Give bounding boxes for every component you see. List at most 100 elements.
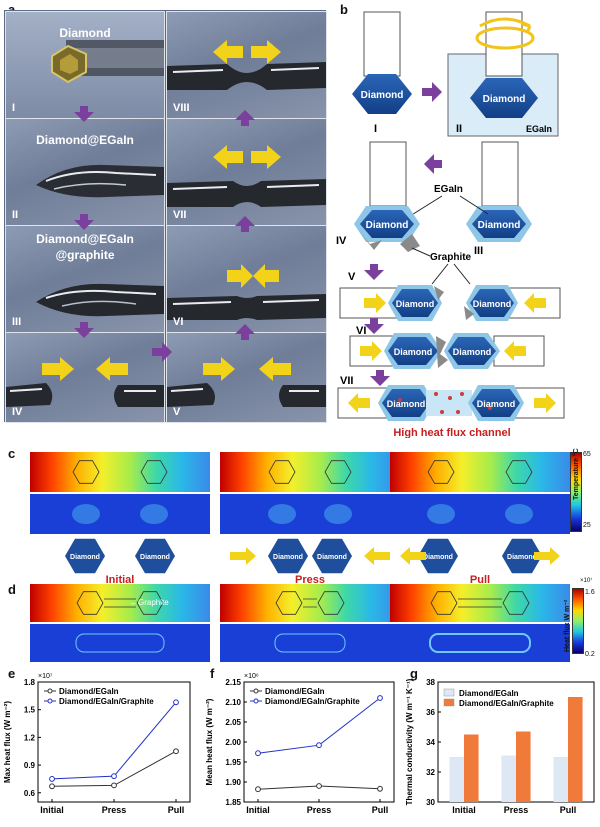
- y-tick-label: 2.15: [225, 678, 241, 687]
- colorbar-label: Heat flux W m⁻²: [564, 599, 571, 652]
- x-tick-label: Press: [102, 805, 127, 815]
- data-point: [111, 773, 117, 780]
- diamond-label: Diamond: [387, 399, 426, 409]
- heat-channel: [426, 390, 472, 416]
- purple-arrow-down: [74, 106, 94, 122]
- step-numeral: V: [173, 406, 181, 418]
- diamond-icon: [268, 538, 308, 574]
- diamond-label: Diamond: [366, 220, 409, 231]
- y-tick-label: 30: [426, 798, 435, 807]
- y-tick-label: 32: [426, 768, 435, 777]
- panel-b-schematic: Diamond I Diamond II EGaIn Diamond III E…: [336, 11, 565, 438]
- series-line: [51, 701, 177, 780]
- heat-flux-colorbar: [572, 588, 584, 654]
- purple-arrow-down: [364, 264, 384, 280]
- step-V: V: [348, 271, 356, 283]
- data-point: [49, 783, 55, 790]
- x-tick-label: Pull: [168, 805, 185, 815]
- diamond-icon: [418, 538, 458, 574]
- heat-channel-caption: High heat flux channel: [393, 427, 510, 438]
- panel-d-label: d: [8, 582, 16, 597]
- x-tick-label: Pull: [560, 805, 577, 815]
- step-numeral: VII: [173, 209, 187, 221]
- yellow-arrow-right: [534, 547, 560, 565]
- micrograph-VIII: VIII: [166, 11, 327, 119]
- diamond-icon-label: Diamond: [140, 554, 170, 561]
- panel-a-flow-arrows: [74, 106, 255, 362]
- y-axis-label: Mean heat flux (W m⁻²): [205, 698, 214, 785]
- step-numeral: III: [12, 316, 22, 328]
- x-tick-label: Press: [307, 805, 332, 815]
- bar: [464, 734, 479, 802]
- bar: [501, 755, 516, 802]
- x-tick-label: Pull: [372, 805, 389, 815]
- purple-arrow-down: [74, 214, 94, 230]
- micrograph-III: Diamond@EGaIn @graphite III: [5, 225, 165, 333]
- legend-entry: Diamond/EGaIn/Graphite: [59, 697, 154, 706]
- data-point: [173, 748, 179, 755]
- diamond-icon-label: Diamond: [507, 554, 537, 561]
- colorbar-max: 65: [583, 451, 591, 458]
- step-numeral: I: [12, 102, 16, 114]
- purple-arrow-down: [370, 370, 390, 386]
- legend-entry: Diamond/EGaIn: [459, 689, 519, 698]
- y-tick-label: 36: [426, 708, 435, 717]
- y-tick-label: 1.95: [225, 758, 241, 767]
- bar: [553, 757, 568, 802]
- y-tick-label: 2.05: [225, 718, 241, 727]
- purple-arrow-right: [422, 82, 442, 102]
- micrograph-label-line2: @graphite: [55, 248, 115, 262]
- yellow-arrow-right: [230, 547, 256, 565]
- micrograph-I: Diamond I: [5, 11, 165, 119]
- micrograph-VI: VI: [166, 225, 327, 333]
- purple-arrow-down: [74, 322, 94, 338]
- yellow-arrow-left: [348, 393, 370, 413]
- purple-arrow-left: [424, 154, 442, 174]
- y-tick-label: 1.85: [225, 798, 241, 807]
- purple-arrow-up: [235, 110, 255, 126]
- micrograph-label: Diamond: [59, 26, 111, 40]
- diamond-label: Diamond: [483, 94, 526, 105]
- series-line: [51, 750, 177, 787]
- x-tick-label: Initial: [246, 805, 270, 815]
- purple-arrow-right: [152, 342, 172, 362]
- bar: [449, 757, 464, 802]
- y-tick-label: 2.00: [225, 738, 241, 747]
- micrograph-II: Diamond@EGaIn II: [5, 118, 165, 226]
- legend-entry: Diamond/EGaIn: [265, 687, 325, 696]
- purple-arrow-down: [364, 318, 384, 334]
- panel-d-simulations: ←Graphite: [30, 584, 570, 664]
- diamond-tip-drawing: [51, 40, 164, 84]
- micrograph-V: V: [166, 332, 327, 423]
- state-label-pull: Pull: [469, 574, 491, 586]
- diamond-icon-label: Diamond: [317, 554, 347, 561]
- graphite-temperature-map-initial: [30, 584, 210, 622]
- data-point: [173, 699, 179, 706]
- heat-flux-map-pull: [390, 494, 570, 534]
- state-label-initial: Initial: [105, 574, 135, 586]
- diamond-icon-label: Diamond: [70, 554, 100, 561]
- x-tick-label: Press: [504, 805, 529, 815]
- y-tick-label: 0.9: [24, 761, 36, 770]
- y-tick-label: 1.90: [225, 778, 241, 787]
- data-point: [377, 695, 383, 701]
- x-tick-label: Initial: [452, 805, 476, 815]
- step-IV: IV: [336, 235, 347, 247]
- step-I: I: [374, 123, 377, 135]
- x-tick-label: Initial: [40, 805, 64, 815]
- colorbar-label: Temperature °C: [573, 448, 580, 500]
- legend-entry: Diamond/EGaIn/Graphite: [459, 699, 554, 708]
- panel-b-label: b: [340, 2, 348, 17]
- step-II: II: [456, 123, 462, 135]
- graphite-heat-flux-map-pull: [390, 624, 570, 662]
- data-point: [316, 742, 322, 749]
- colorbar-min: 25: [583, 522, 591, 529]
- step-VI: VI: [356, 325, 366, 337]
- legend-entry: Diamond/EGaIn/Graphite: [265, 697, 360, 706]
- graphite-flake: [400, 234, 420, 252]
- data-point: [49, 776, 55, 782]
- diamond-label: Diamond: [473, 299, 512, 309]
